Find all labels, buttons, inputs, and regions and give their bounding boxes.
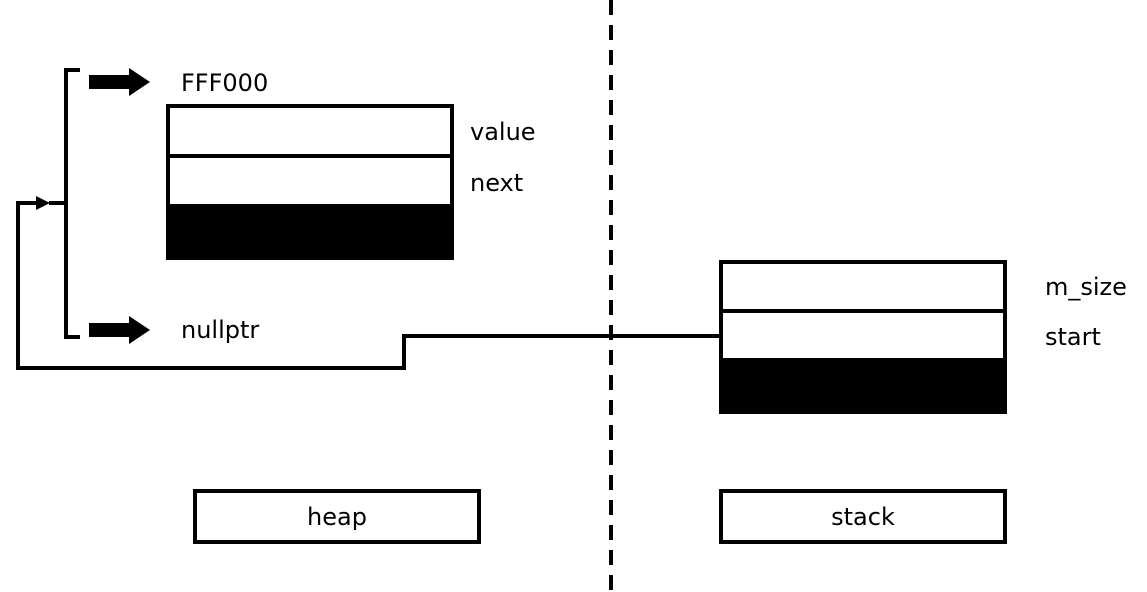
list-size-label: m_size (1045, 273, 1127, 301)
address-arrow-icon (89, 68, 150, 96)
start-pointer-line (16, 201, 721, 370)
list-start-label: start (1045, 323, 1101, 351)
stack-region-label: stack (831, 503, 895, 531)
nullptr-arrow-icon (89, 316, 150, 344)
list-size-cell (719, 260, 1007, 313)
node-padding-cell (166, 204, 454, 260)
pointer-bracket (49, 68, 80, 339)
heap-node (166, 104, 454, 260)
nullptr-label: nullptr (181, 316, 259, 344)
heap-region-label: heap (307, 503, 367, 531)
node-value-label: value (470, 118, 536, 146)
heap-region-box (193, 489, 481, 544)
list-start-cell (719, 309, 1007, 362)
stack-region-box (719, 489, 1007, 544)
node-value-cell (166, 104, 454, 158)
node-next-cell (166, 154, 454, 208)
heap-address-label: FFF000 (181, 69, 268, 97)
list-padding-cell (719, 358, 1007, 414)
start-pointer-arrowhead-icon (36, 196, 50, 210)
node-next-label: next (470, 169, 523, 197)
stack-list-object (719, 260, 1007, 414)
